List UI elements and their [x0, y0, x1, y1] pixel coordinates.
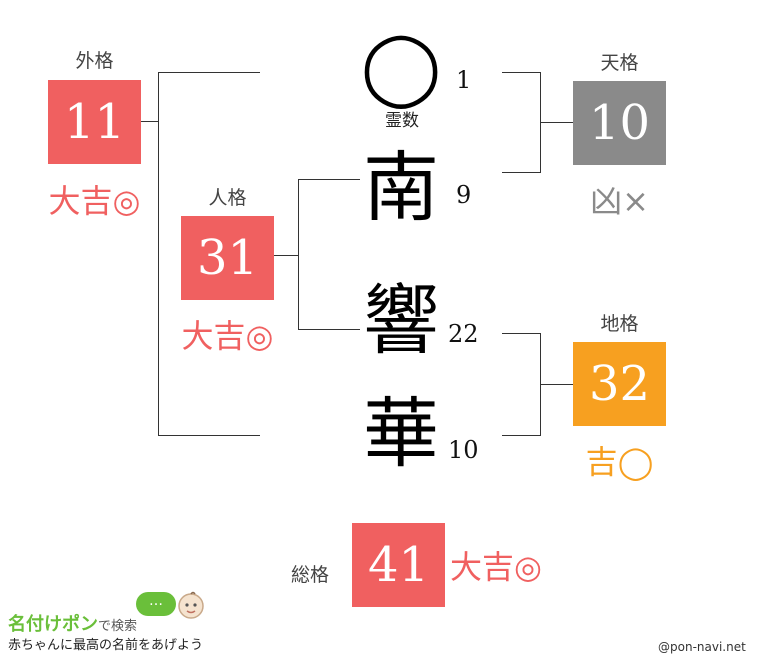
gaikaku-bracket-top [158, 72, 260, 73]
soukaku-value-box: 41 [352, 523, 445, 607]
name-char-2: 響 [363, 276, 439, 365]
jinkaku-bracket-vertical [298, 179, 299, 330]
reisu-circle: ◯ [360, 24, 442, 108]
tenkaku-connector [540, 122, 573, 123]
baby-face-icon [176, 590, 206, 620]
chikaku-fortune: 吉◯ [585, 443, 654, 481]
logo-subtitle: で検索 [98, 619, 138, 634]
jinkaku-bracket-bottom [298, 329, 360, 330]
gaikaku-label: 外格 [75, 50, 114, 72]
jinkaku-fortune: 大吉◎ [181, 317, 274, 355]
tenkaku-label: 天格 [600, 52, 639, 74]
gaikaku-fortune: 大吉◎ [48, 182, 141, 220]
stroke-count-char-3: 10 [448, 436, 479, 464]
logo-title-text: 名付けポン [8, 614, 98, 635]
stroke-count-char-1: 9 [456, 181, 472, 209]
chikaku-bracket-bottom [502, 435, 541, 436]
jinkaku-value-box: 31 [181, 216, 274, 300]
stroke-count-char-2: 22 [448, 320, 479, 348]
site-logo[interactable]: … 名付けポンで検索 赤ちゃんに最高の名前をあげよう [8, 588, 223, 654]
name-char-1: 南 [363, 143, 439, 232]
tenkaku-bracket-top [502, 72, 541, 73]
site-credit: @pon-navi.net [658, 640, 746, 654]
logo-speech-bubble: … [136, 592, 176, 616]
tenkaku-value-box: 10 [573, 81, 666, 165]
jinkaku-label: 人格 [208, 187, 247, 209]
logo-tagline: 赤ちゃんに最高の名前をあげよう [8, 638, 204, 653]
logo-bubble-dots: … [149, 593, 163, 609]
tenkaku-bracket-bottom [502, 172, 541, 173]
stroke-count-reisu: 1 [456, 66, 472, 94]
jinkaku-bracket-top [298, 179, 360, 180]
gaikaku-connector [141, 121, 159, 122]
tenkaku-fortune: 凶× [590, 182, 649, 220]
logo-title: 名付けポンで検索 [8, 610, 137, 636]
chikaku-connector [540, 384, 573, 385]
chikaku-bracket-top [502, 333, 541, 334]
reisu-label: 霊数 [385, 111, 419, 131]
gaikaku-bracket-vertical [158, 72, 159, 436]
gaikaku-value-box: 11 [48, 80, 141, 164]
chikaku-label: 地格 [600, 313, 639, 335]
jinkaku-connector [274, 255, 299, 256]
gaikaku-bracket-bottom [158, 435, 260, 436]
soukaku-fortune: 大吉◎ [450, 548, 542, 586]
chikaku-value-box: 32 [573, 342, 666, 426]
soukaku-label: 総格 [290, 564, 329, 586]
name-char-3: 華 [363, 389, 439, 478]
